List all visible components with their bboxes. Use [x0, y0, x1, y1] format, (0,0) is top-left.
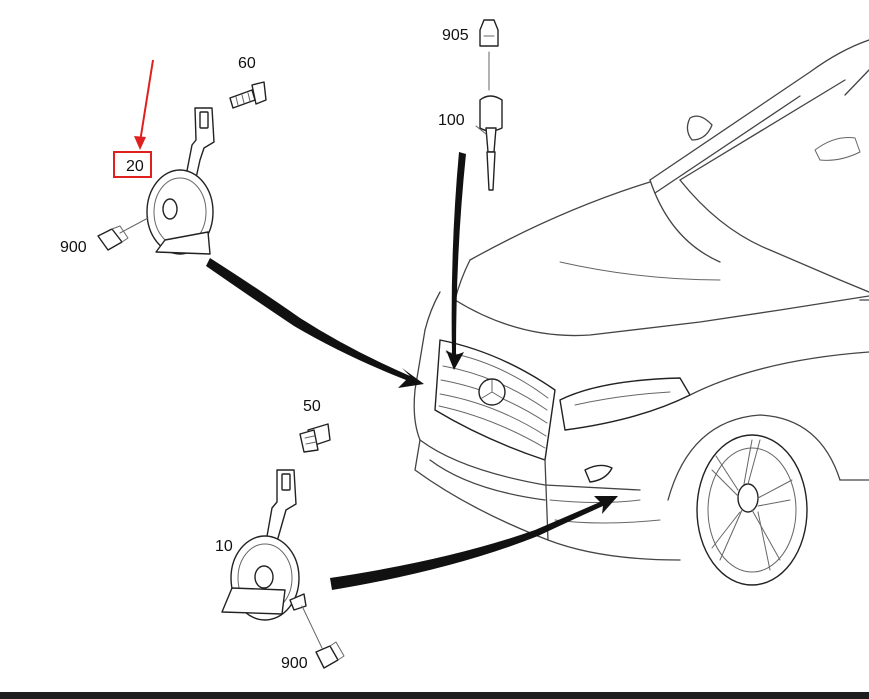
sensor-connector [479, 19, 499, 47]
location-arrows [206, 152, 618, 590]
sensor [475, 51, 503, 191]
label-screw-lower: 50 [303, 398, 321, 415]
label-sensor-connector: 905 [442, 27, 469, 44]
connector-lower [301, 605, 345, 669]
arrow-lower-horn [330, 496, 618, 590]
screw-upper [229, 81, 267, 109]
arrow-upper-horn [206, 258, 424, 388]
car-outline [413, 39, 869, 586]
label-sensor: 100 [438, 112, 465, 129]
label-connector-upper: 900 [60, 239, 87, 256]
connector-upper [97, 217, 149, 251]
red-arrowhead [134, 136, 146, 150]
horn-lower [221, 469, 307, 621]
label-screw-upper: 60 [238, 55, 256, 72]
red-highlight-box [113, 151, 152, 178]
bottom-border [0, 692, 869, 699]
label-horn-upper: 20 [126, 158, 144, 175]
label-connector-lower: 900 [281, 655, 308, 672]
highlight-annotation [113, 59, 154, 178]
label-horn-lower: 10 [215, 538, 233, 555]
horn-upper [146, 107, 215, 255]
screw-lower [299, 423, 331, 453]
arrow-sensor [446, 152, 466, 370]
red-arrow [139, 59, 154, 143]
